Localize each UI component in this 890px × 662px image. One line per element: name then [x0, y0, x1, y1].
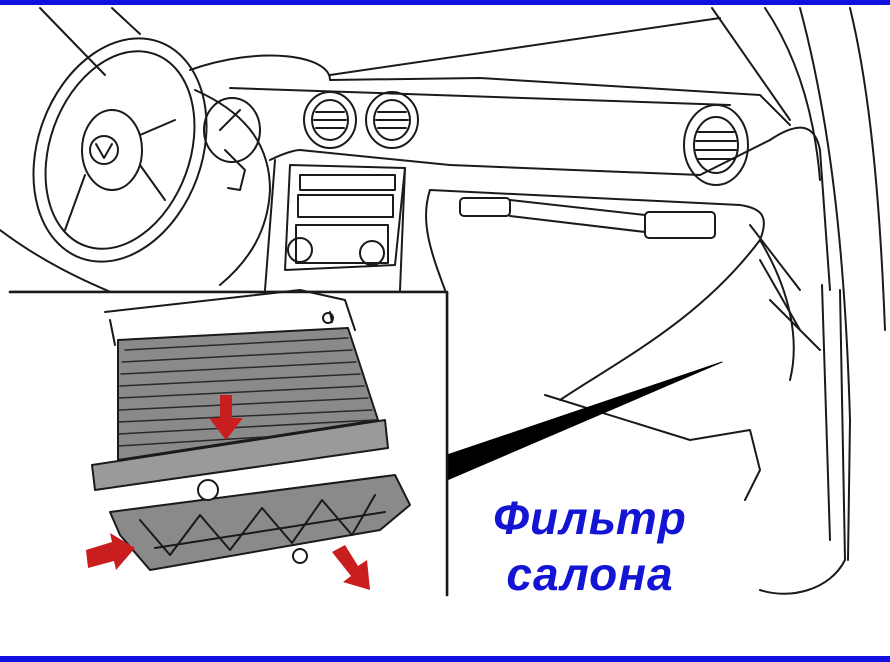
bottom-border	[0, 656, 890, 662]
door-panel	[759, 284, 846, 595]
pointer-line	[446, 361, 723, 481]
instrument-cluster	[203, 97, 261, 191]
cabin-filter-caption: Фильтр салона	[452, 490, 728, 602]
caption-line-2: салона	[506, 548, 674, 600]
air-vent-right	[683, 104, 749, 186]
caption-line-1: Фильтр	[493, 492, 687, 544]
car-interior-diagram	[0, 7, 886, 597]
air-vent-left	[303, 91, 357, 149]
center-console	[264, 159, 406, 291]
top-border	[0, 0, 890, 5]
cabin-filter	[91, 327, 389, 491]
air-vent-center	[365, 91, 419, 149]
red-arrow-icon	[86, 395, 370, 590]
detail-inset	[8, 289, 449, 597]
windshield-frame	[39, 7, 886, 561]
filter-housing-cover	[109, 474, 411, 571]
glove-box	[424, 189, 821, 501]
steering-wheel-icon	[0, 37, 271, 301]
